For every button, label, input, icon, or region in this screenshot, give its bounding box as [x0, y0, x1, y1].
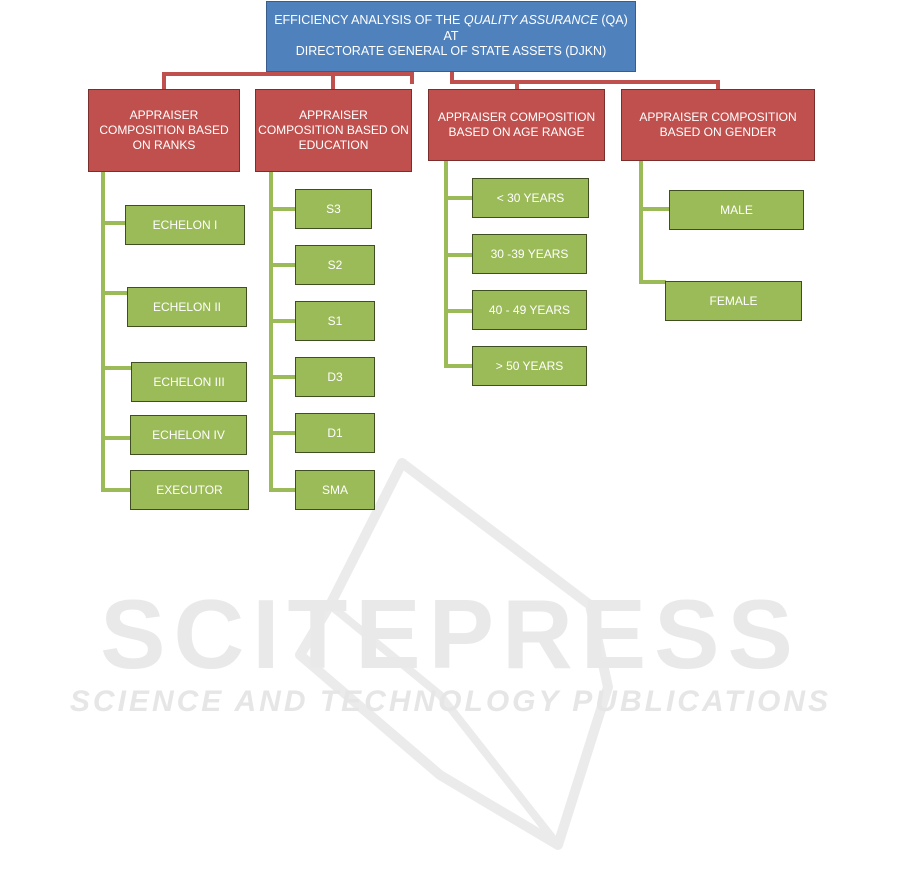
leaf-education-2-label: S1 [327, 313, 343, 328]
leaf-education-4-label: D1 [327, 425, 343, 440]
watermark-tagline: SCIENCE AND TECHNOLOGY PUBLICATIONS [69, 685, 832, 718]
category-age-range: APPRAISER COMPOSITION BASED ON AGE RANGE [428, 89, 605, 161]
leaf-ranks-3-label: ECHELON IV [152, 427, 225, 442]
connector-title-right-drop [450, 72, 454, 84]
branch-ranks-2 [101, 366, 132, 370]
branch-education-4 [269, 431, 295, 435]
leaf-ranks-1-label: ECHELON II [152, 299, 221, 314]
title-line1-emphasis: QUALITY ASSURANCE [463, 13, 598, 28]
connector-title-left-h [162, 72, 414, 76]
branch-age-0 [444, 196, 472, 200]
leaf-gender-0: MALE [669, 190, 804, 230]
leaf-education-3-label: D3 [327, 369, 343, 384]
branch-age-1 [444, 253, 472, 257]
category-education: APPRAISER COMPOSITION BASED ON EDUCATION [255, 89, 412, 172]
branch-education-1 [269, 263, 295, 267]
category-ranks: APPRAISER COMPOSITION BASED ON RANKS [88, 89, 240, 172]
leaf-age-0: < 30 YEARS [472, 178, 589, 218]
title-line1-post: (QA) AT [443, 13, 628, 43]
branch-education-5 [269, 488, 295, 492]
trunk-age-range [444, 161, 448, 368]
category-gender-label: APPRAISER COMPOSITION BASED ON GENDER [639, 110, 797, 139]
leaf-ranks-1: ECHELON II [127, 287, 247, 327]
connector-title-gender [716, 80, 720, 90]
leaf-education-0-label: S3 [326, 201, 341, 216]
leaf-education-3: D3 [295, 357, 375, 397]
leaf-education-5-label: SMA [321, 482, 348, 497]
branch-age-2 [444, 309, 472, 313]
trunk-gender [639, 161, 643, 283]
connector-title-age [515, 80, 519, 90]
branch-gender-0 [639, 207, 669, 211]
category-education-label: APPRAISER COMPOSITION BASED ON EDUCATION [258, 108, 409, 152]
leaf-education-4: D1 [295, 413, 375, 453]
leaf-gender-0-label: MALE [720, 202, 753, 217]
connector-title-mid [331, 72, 335, 90]
branch-education-0 [269, 207, 295, 211]
leaf-ranks-4: EXECUTOR [130, 470, 249, 510]
title-line2: DIRECTORATE GENERAL OF STATE ASSETS (DJK… [295, 44, 607, 59]
leaf-gender-1: FEMALE [665, 281, 802, 321]
leaf-education-0: S3 [295, 189, 372, 229]
connector-title-right-h [450, 80, 720, 84]
category-ranks-label: APPRAISER COMPOSITION BASED ON RANKS [99, 108, 229, 152]
leaf-age-1: 30 -39 YEARS [472, 234, 587, 274]
branch-ranks-3 [101, 436, 131, 440]
leaf-gender-1-label: FEMALE [709, 293, 758, 308]
watermark-book-icon [295, 458, 613, 850]
leaf-education-2: S1 [295, 301, 375, 341]
branch-education-2 [269, 319, 295, 323]
leaf-ranks-4-label: EXECUTOR [156, 482, 223, 497]
leaf-education-1: S2 [295, 245, 375, 285]
category-age-range-label: APPRAISER COMPOSITION BASED ON AGE RANGE [437, 110, 596, 139]
leaf-education-5: SMA [295, 470, 375, 510]
connector-title-left-drop [410, 72, 414, 84]
branch-age-3 [444, 364, 472, 368]
category-gender: APPRAISER COMPOSITION BASED ON GENDER [621, 89, 815, 161]
leaf-age-0-label: < 30 YEARS [496, 190, 565, 205]
leaf-age-3: > 50 YEARS [472, 346, 587, 386]
watermark-brand: SCITEPRESS [100, 579, 801, 689]
leaf-ranks-2: ECHELON III [131, 362, 247, 402]
branch-ranks-1 [101, 291, 128, 295]
leaf-ranks-0: ECHELON I [125, 205, 245, 245]
leaf-age-2: 40 - 49 YEARS [472, 290, 587, 330]
trunk-education [269, 172, 273, 492]
leaf-ranks-3: ECHELON IV [130, 415, 247, 455]
leaf-age-3-label: > 50 YEARS [495, 358, 564, 373]
leaf-ranks-2-label: ECHELON III [153, 374, 225, 389]
leaf-education-1-label: S2 [327, 257, 343, 272]
trunk-ranks [101, 172, 105, 492]
branch-ranks-4 [101, 488, 131, 492]
connector-title-left [162, 72, 166, 90]
branch-education-3 [269, 375, 295, 379]
branch-ranks-0 [101, 221, 126, 225]
leaf-age-1-label: 30 -39 YEARS [490, 246, 569, 261]
branch-gender-1 [639, 280, 666, 284]
leaf-ranks-0-label: ECHELON I [152, 217, 218, 232]
leaf-age-2-label: 40 - 49 YEARS [488, 302, 571, 317]
title-line1-pre: EFFICIENCY ANALYSIS OF THE [274, 13, 464, 28]
diagram-title: EFFICIENCY ANALYSIS OF THE QUALITY ASSUR… [266, 1, 636, 72]
